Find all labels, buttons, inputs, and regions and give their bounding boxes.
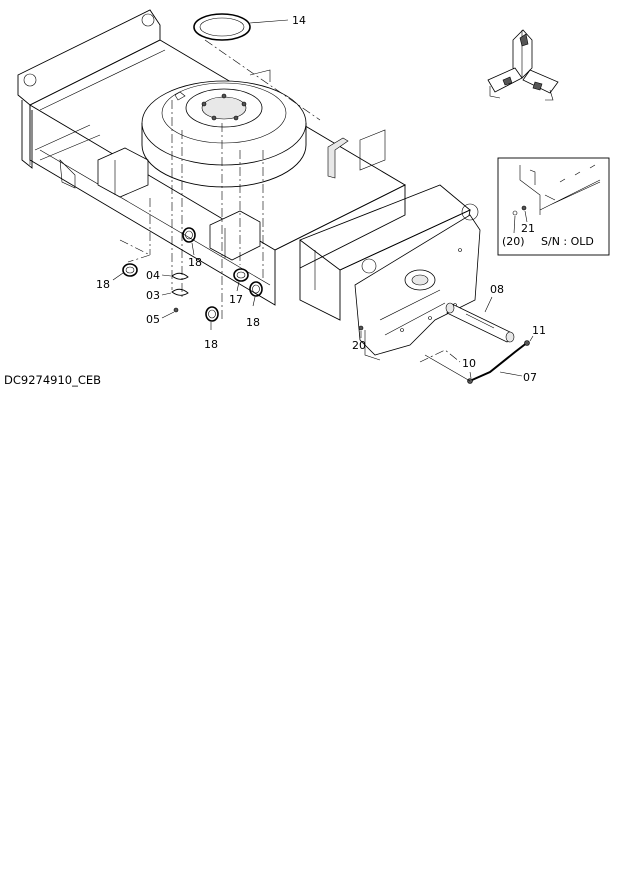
leader-14 [249,19,289,24]
leader-04 [161,274,172,277]
assembly-lines [119,39,461,363]
callout-17: 17 [229,293,243,306]
seal-ring-14 [193,13,251,41]
leader-10 [469,371,472,379]
inset-label: S/N : OLD [541,235,594,248]
callout-18b: 18 [188,256,202,269]
drawing-code: DC9274910_CEB [4,373,101,387]
callout-08: 08 [490,283,504,296]
callout-14: 14 [292,14,306,27]
callout-03: 03 [146,289,160,302]
boom-pin-08 [445,302,515,343]
callout-20-old: (20) [502,235,525,248]
inset-box [497,157,610,256]
leader-08 [484,296,493,313]
callout-10: 10 [462,357,476,370]
swing-bearing [141,80,307,188]
orientation-icon [487,29,559,101]
clip-03 [171,288,189,296]
callout-18a: 18 [96,278,110,291]
callout-21: 21 [521,222,535,235]
callout-18c: 18 [246,316,260,329]
callout-05: 05 [146,313,160,326]
grease-hose-07 [467,340,530,384]
leader-dash-10 [424,354,471,382]
leader-07 [499,371,523,377]
callout-11: 11 [532,324,546,337]
boom-foot [299,184,481,361]
leader-05 [161,311,175,319]
seal-18d [205,306,219,322]
seal-17 [233,268,249,282]
frame-body [17,9,406,306]
callout-07: 07 [523,371,537,384]
seal-18c [249,281,263,297]
seal-18a [122,263,138,277]
leader-18b [191,242,195,256]
leader-11 [529,335,534,342]
callout-20: 20 [352,339,366,352]
leader-18a [112,272,124,281]
callout-04: 04 [146,269,160,282]
callout-18d: 18 [204,338,218,351]
seal-18b [182,227,196,243]
leader-18c [252,296,256,307]
bolt-05 [173,307,179,313]
fitting-20 [358,325,364,331]
leader-03 [161,292,172,296]
leader-17 [236,281,240,292]
clip-04 [171,272,189,280]
